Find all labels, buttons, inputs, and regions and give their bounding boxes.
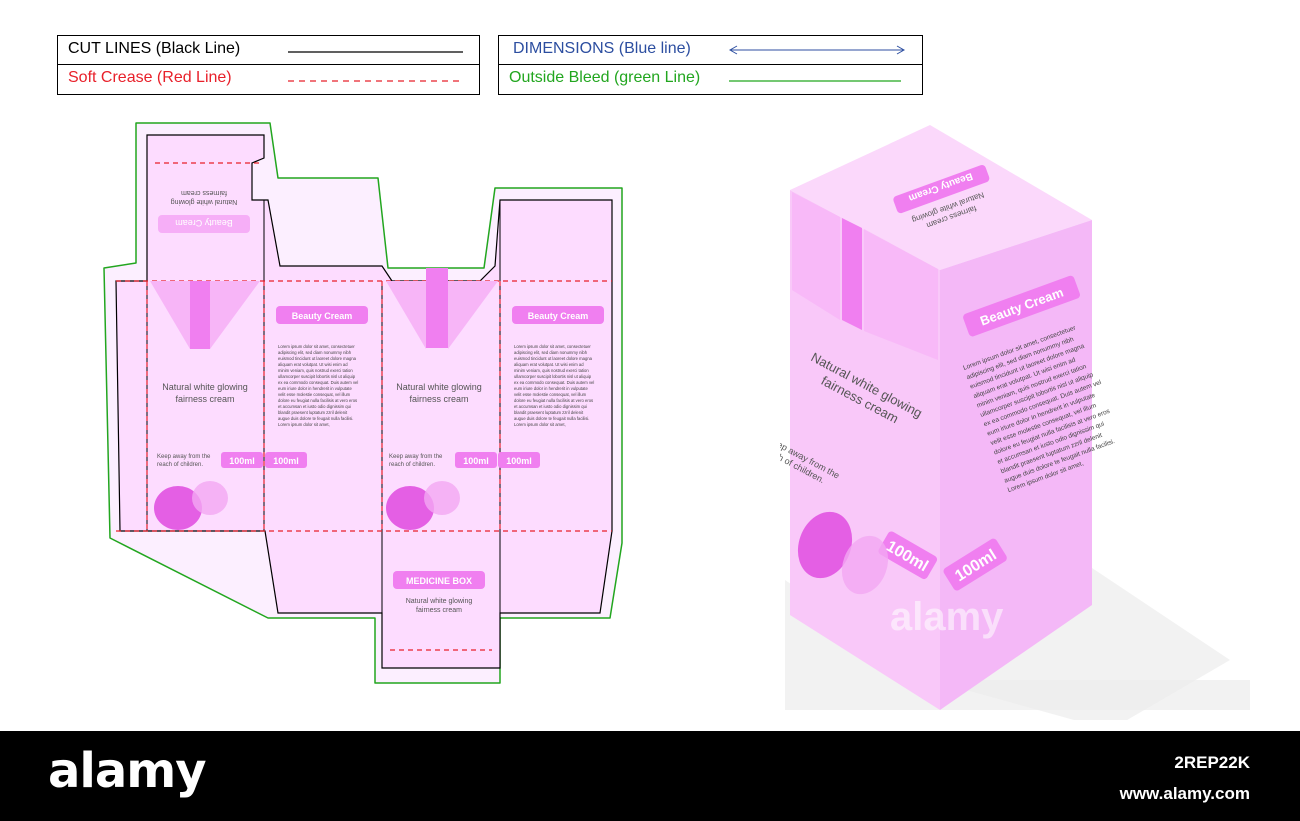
footer-url: www.alamy.com xyxy=(1119,784,1250,803)
bottom-flap-product-2: fairness cream xyxy=(416,607,462,614)
footer-image-code: 2REP22K xyxy=(1174,753,1250,772)
box-3d-mockup: Beauty Cream Natural white glowing fairn… xyxy=(780,125,1250,720)
panel1-volume-badge xyxy=(221,452,263,468)
panel4-lorem-13: Lorem ipsum dolor sit amet, xyxy=(514,422,566,427)
panel2-volume-badge xyxy=(265,452,307,468)
panel2-lorem-5: ullamcorper suscipit lobortis nisl ut al… xyxy=(278,374,356,379)
footer-bar: alamy 2REP22K www.alamy.com xyxy=(0,731,1300,821)
box-blob-small xyxy=(841,535,889,595)
panel4-lorem-9: dolore eu feugiat nulla facilisis at ver… xyxy=(514,398,593,403)
panel4-brand-badge xyxy=(512,306,604,324)
panel2-lorem-9: dolore eu feugiat nulla facilisis at ver… xyxy=(278,398,357,403)
crease-line-sample xyxy=(288,80,463,82)
panel3-warning-1: Keep away from the xyxy=(389,454,443,460)
legend-dimensions-label: DIMENSIONS (Blue line) xyxy=(513,40,691,57)
legend-bleed-label: Outside Bleed (green Line) xyxy=(509,69,701,86)
bleed-line-sample xyxy=(729,80,901,82)
top-flap-product-1: Natural white glowing xyxy=(171,198,238,205)
panel2-body-text: Lorem ipsum dolor sit amet, consectetuer… xyxy=(278,344,358,427)
panel2-brand: Beauty Cream xyxy=(292,311,353,321)
panel1-blob-large xyxy=(154,486,202,530)
panel2-lorem-6: ex ea commodo consequat. Duis autem vel xyxy=(278,380,358,385)
panel4-lorem-1: adipiscing elit, sed diam nonummy nibh xyxy=(514,350,588,355)
panel4-volume: 100ml xyxy=(506,456,532,466)
panel2-brand-badge xyxy=(276,306,368,324)
panel2-lorem-8: velit esse molestie consequat, vel illum xyxy=(278,392,351,397)
panel3-volume-badge xyxy=(455,452,497,468)
panel3-volume: 100ml xyxy=(463,456,489,466)
stripe-graphic-1 xyxy=(150,281,260,349)
panel4-lorem-3: aliquam erat volutpat. Ut wisi enim ad xyxy=(514,362,584,367)
panel1-product-2: fairness cream xyxy=(175,394,234,404)
box-front-stripes xyxy=(792,192,938,360)
legend-cut-label: CUT LINES (Black Line) xyxy=(68,40,241,57)
box-blob-large xyxy=(797,511,853,579)
panel2-lorem-0: Lorem ipsum dolor sit amet, consectetuer xyxy=(278,344,355,349)
panel4-lorem-12: augue duis dolore te feugait nulla facil… xyxy=(514,416,589,421)
panel2-lorem-12: augue duis dolore te feugait nulla facil… xyxy=(278,416,353,421)
dieline-diagram: Beauty Cream Natural white glowing fairn… xyxy=(103,122,623,684)
dimension-arrow-sample xyxy=(728,45,906,55)
panel3-product-2: fairness cream xyxy=(409,394,468,404)
bottom-flap-label: MEDICINE BOX xyxy=(406,576,472,586)
top-flap-content: Beauty Cream Natural white glowing fairn… xyxy=(158,189,250,233)
panel1-volume: 100ml xyxy=(229,456,255,466)
panel2-lorem-13: Lorem ipsum dolor sit amet, xyxy=(278,422,330,427)
bottom-flap-product-1: Natural white glowing xyxy=(406,598,473,605)
watermark: alamy xyxy=(890,595,1004,639)
panel4-lorem-11: blandit praesent luptatum zzril delenit xyxy=(514,410,584,415)
legend-row-bleed: Outside Bleed (green Line) xyxy=(499,65,922,93)
cut-line-sample xyxy=(288,51,463,53)
panel2-lorem-4: minim veniam, quis nostrud exerci tation xyxy=(278,368,353,373)
panel3-blob-small xyxy=(424,481,460,515)
panel2-lorem-3: aliquam erat volutpat. Ut wisi enim ad xyxy=(278,362,348,367)
panel2-lorem-7: eum iriure dolor in hendrerit in vulputa… xyxy=(278,386,352,391)
legend-right: DIMENSIONS (Blue line) Outside Bleed (gr… xyxy=(498,35,923,95)
top-flap-brand: Beauty Cream xyxy=(175,218,233,228)
panel2-lorem-1: adipiscing elit, sed diam nonummy nibh xyxy=(278,350,352,355)
panel1-warning-1: Keep away from the xyxy=(157,454,211,460)
panel4-lorem-7: eum iriure dolor in hendrerit in vulputa… xyxy=(514,386,588,391)
box-side-face xyxy=(940,220,1092,710)
legend-row-crease: Soft Crease (Red Line) xyxy=(58,65,479,93)
panel4-lorem-5: ullamcorper suscipit lobortis nisl ut al… xyxy=(514,374,592,379)
panel4-lorem-8: velit esse molestie consequat, vel illum xyxy=(514,392,587,397)
panel2-lorem-11: blandit praesent luptatum zzril delenit xyxy=(278,410,348,415)
panel4-brand: Beauty Cream xyxy=(528,311,589,321)
panel2-lorem-2: euismod tincidunt ut laoreet dolore magn… xyxy=(278,356,357,361)
panel2-volume: 100ml xyxy=(273,456,299,466)
panel3-warning-2: reach of children. xyxy=(389,462,435,468)
panel1-product-1: Natural white glowing xyxy=(162,382,248,392)
box-top-text: Beauty Cream Natural white glowing fairn… xyxy=(893,164,990,230)
panel4-lorem-6: ex ea commodo consequat. Duis autem vel xyxy=(514,380,594,385)
bottom-flap-badge xyxy=(393,571,485,589)
panel2-lorem-10: et accumsan et iusto odio dignissim qui xyxy=(278,404,351,409)
footer-logo: alamy xyxy=(48,743,207,799)
panel4-lorem-4: minim veniam, quis nostrud exerci tation xyxy=(514,368,589,373)
legend-row-cut: CUT LINES (Black Line) xyxy=(58,36,479,65)
legend-row-dimensions: DIMENSIONS (Blue line) xyxy=(499,36,922,65)
panel4-volume-badge xyxy=(498,452,540,468)
panel3-product-1: Natural white glowing xyxy=(396,382,482,392)
box-shadow-soft xyxy=(930,560,1230,720)
panel4-lorem-0: Lorem ipsum dolor sit amet, consectetuer xyxy=(514,344,591,349)
panel4-body-text: Lorem ipsum dolor sit amet, consectetuer… xyxy=(514,344,594,427)
legend-left: CUT LINES (Black Line) Soft Crease (Red … xyxy=(57,35,480,95)
panel3-blob-large xyxy=(386,486,434,530)
top-flap-product-2: fairness cream xyxy=(181,189,227,196)
panel4-lorem-2: euismod tincidunt ut laoreet dolore magn… xyxy=(514,356,593,361)
panel1-warning-2: reach of children. xyxy=(157,462,203,468)
panel1-blob-small xyxy=(192,481,228,515)
stripe-graphic-3 xyxy=(386,268,498,349)
legend-crease-label: Soft Crease (Red Line) xyxy=(68,69,232,86)
panel4-lorem-10: et accumsan et iusto odio dignissim qui xyxy=(514,404,587,409)
